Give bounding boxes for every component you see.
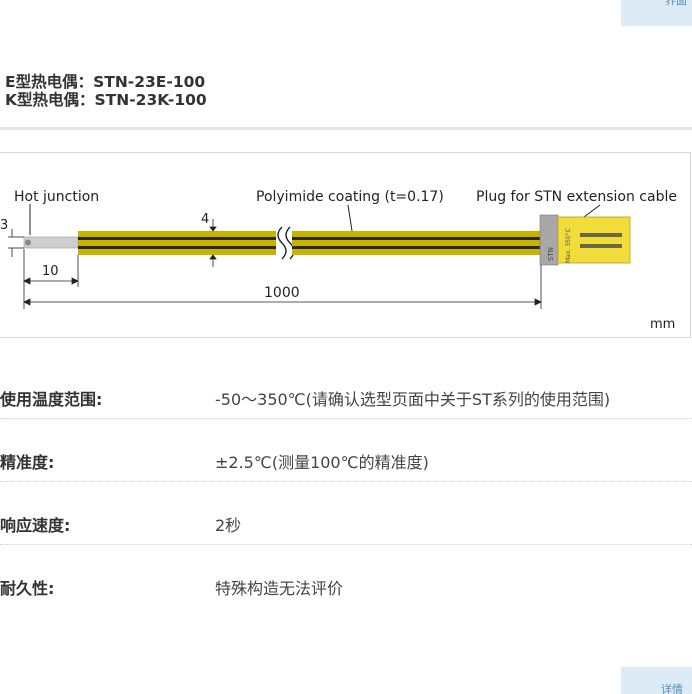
- dim-10-label: 10: [42, 264, 59, 279]
- bottom-corner-button[interactable]: 详情: [621, 667, 692, 694]
- section-divider: [0, 127, 692, 130]
- coating-label: Polyimide coating (t=0.17): [256, 189, 444, 205]
- spec-row-temperature-range: 使用温度范围: -50～350℃(请确认选型页面中关于ST系列的使用范围): [0, 356, 692, 419]
- dim-1000-label: 1000: [264, 285, 300, 301]
- top-corner-button[interactable]: 界面: [621, 0, 692, 26]
- probe-body-left: [78, 231, 276, 255]
- plug-leader: [583, 204, 601, 218]
- dim-10-lines: [23, 249, 79, 287]
- spec-row-durability: 耐久性: 特殊构造无法评价: [0, 545, 692, 608]
- spec-value-temperature-range: -50～350℃(请确认选型页面中关于ST系列的使用范围): [215, 390, 611, 409]
- hot-junction-dot: [25, 239, 31, 246]
- top-corner-label: 界面: [665, 0, 687, 7]
- probe-body-right: [292, 231, 540, 255]
- spec-label-durability: 耐久性:: [0, 579, 55, 598]
- spec-value-response-speed: 2秒: [215, 516, 242, 535]
- unit-label: mm: [650, 317, 675, 332]
- spec-row-response-speed: 响应速度: 2秒: [0, 482, 692, 545]
- model-k-type: K型热电偶：STN-23K-100: [5, 91, 207, 109]
- probe-diagram: STN Max. 350°C 3 4: [0, 152, 691, 338]
- row-divider: [0, 481, 692, 482]
- spec-label-accuracy: 精准度:: [0, 453, 55, 472]
- dim-4-lines: [209, 219, 217, 267]
- plug-body: [557, 216, 631, 264]
- spec-row-accuracy: 精准度: ±2.5℃(测量100℃的精准度): [0, 419, 692, 482]
- spec-value-accuracy: ±2.5℃(测量100℃的精准度): [215, 453, 429, 472]
- hot-junction-label: Hot junction: [14, 189, 99, 205]
- row-divider: [0, 544, 692, 545]
- model-e-type: E型热电偶：STN-23E-100: [5, 73, 206, 91]
- dim-3-label: 3: [0, 218, 8, 233]
- probe-diagram-svg: STN Max. 350°C 3 4: [0, 189, 677, 332]
- dim-4-label: 4: [201, 212, 209, 227]
- bottom-corner-label: 详情: [661, 683, 683, 694]
- dim-3-lines: [8, 229, 24, 257]
- plug-label: Plug for STN extension cable: [476, 189, 677, 205]
- spec-value-durability: 特殊构造无法评价: [215, 579, 344, 598]
- model-list: E型热电偶：STN-23E-100 K型热电偶：STN-23K-100: [5, 73, 207, 109]
- spec-label-temperature-range: 使用温度范围:: [0, 390, 103, 409]
- probe-tip: [23, 236, 79, 249]
- coating-leader: [347, 204, 353, 232]
- spec-label-response-speed: 响应速度:: [0, 516, 71, 535]
- plug-text: STN: [547, 247, 555, 261]
- plug-text-max: Max. 350°C: [565, 228, 572, 263]
- row-divider: [0, 418, 692, 419]
- dim-1000-lines: [23, 265, 542, 309]
- probe-break-mark: [276, 226, 295, 260]
